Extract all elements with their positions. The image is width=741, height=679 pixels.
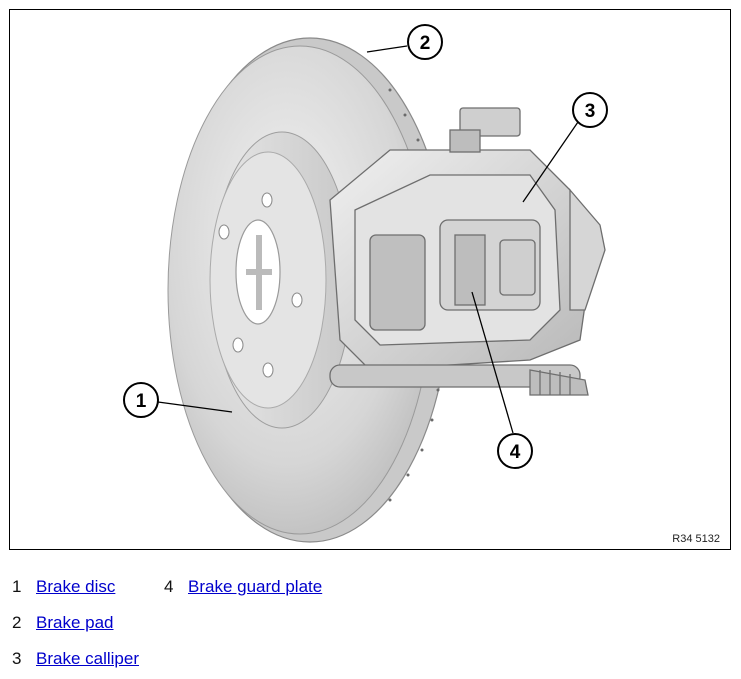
callout-4-label: 4 (510, 442, 521, 463)
disc-bolt-holes (218, 192, 303, 378)
callout-2-label: 2 (420, 33, 431, 54)
callout-3: 3 (572, 92, 608, 128)
brake-disc-link[interactable]: Brake disc (36, 577, 116, 596)
disc-centre-cross (246, 235, 272, 310)
legend-item-2: 2 Brake pad (12, 613, 114, 633)
legend-number: 3 (12, 649, 22, 668)
brake-pad-link[interactable]: Brake pad (36, 613, 114, 632)
legend-number: 1 (12, 577, 22, 596)
brake-calliper-link[interactable]: Brake calliper (36, 649, 139, 668)
legend-item-3: 3 Brake calliper (12, 649, 139, 669)
brake-assembly-illustration: 1 2 3 4 (123, 24, 608, 543)
callout-3-label: 3 (585, 101, 596, 122)
brake-guard-plate-link[interactable]: Brake guard plate (188, 577, 323, 596)
callout-2: 2 (407, 24, 443, 60)
callout-1: 1 (123, 382, 159, 418)
legend-number: 2 (12, 613, 22, 632)
brake-calliper-drawing (329, 107, 606, 396)
callout-leaders (157, 45, 579, 434)
callout-1-label: 1 (136, 391, 147, 412)
callout-4: 4 (497, 433, 533, 469)
brake-assembly-figure: 1 2 3 4 R34 5132 (9, 9, 731, 550)
figure-reference-code: R34 5132 (672, 533, 720, 545)
legend-item-1: 1 Brake disc (12, 577, 115, 597)
legend-number: 4 (164, 577, 174, 596)
legend-item-4: 4 Brake guard plate (164, 577, 322, 597)
